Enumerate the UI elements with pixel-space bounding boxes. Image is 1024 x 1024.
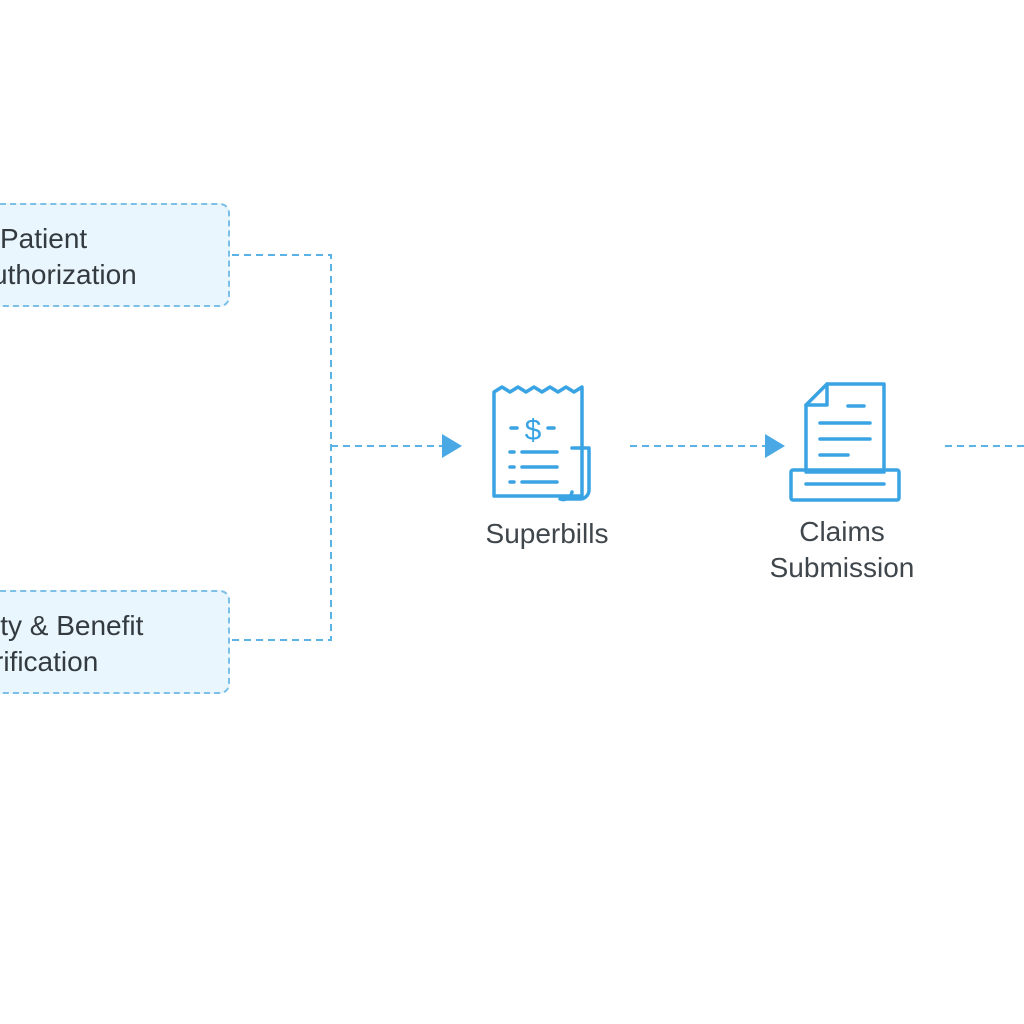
document-tray-icon bbox=[789, 382, 901, 502]
patient-authorization-box: Patient uthorization bbox=[0, 203, 230, 307]
arrowheads bbox=[442, 434, 785, 458]
claims-label-line2: Submission bbox=[769, 552, 915, 583]
patient-authorization-line2: uthorization bbox=[0, 259, 137, 290]
receipt-body bbox=[492, 385, 584, 498]
arrowhead-claims bbox=[765, 434, 785, 458]
patient-authorization-line1: Patient bbox=[0, 223, 88, 254]
receipt-curl bbox=[558, 446, 591, 502]
document-fold bbox=[804, 382, 829, 407]
eligibility-verification-line1: ity & Benefit bbox=[0, 610, 144, 641]
connector-bottom bbox=[232, 445, 332, 641]
receipt-dollar-icon bbox=[492, 385, 591, 502]
eligibility-verification-box: ity & Benefit rification bbox=[0, 590, 230, 694]
claims-label-line1: Claims bbox=[799, 516, 885, 547]
dollar-sign: $ bbox=[525, 414, 542, 447]
arrowhead-superbills bbox=[442, 434, 462, 458]
connector-top bbox=[232, 254, 332, 445]
document-sheet bbox=[804, 382, 886, 474]
connector-lines bbox=[232, 254, 1024, 641]
superbills-label: Superbills bbox=[485, 518, 609, 549]
tray bbox=[789, 468, 901, 502]
eligibility-verification-line2: rification bbox=[0, 646, 99, 677]
